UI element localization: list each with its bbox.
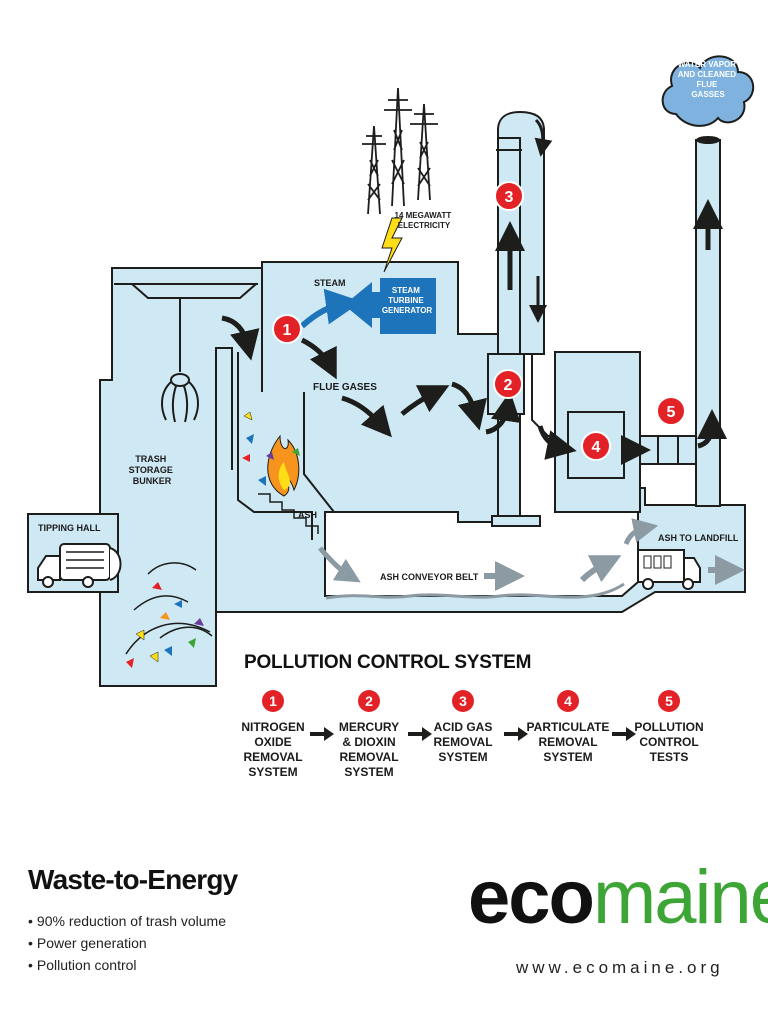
- flue-gas-arrow: [696, 409, 727, 449]
- flue-gas-arrow: [341, 395, 392, 438]
- ash-stairs: [258, 493, 319, 534]
- marker-2: 2: [493, 369, 523, 399]
- lightning-bolt-icon: [381, 217, 403, 273]
- marker-1: 1: [272, 314, 302, 344]
- svg-text:3: 3: [505, 189, 514, 206]
- trash-drop-arrow: [221, 315, 260, 361]
- ash-conveyor-arrow: [579, 555, 622, 583]
- cloud-label: WATER VAPOR AND CLEANED FLUE GASSES: [678, 60, 739, 99]
- ecomaine-logo: ecomaine: [468, 858, 768, 938]
- marker-5: 5: [656, 396, 686, 426]
- svg-text:4: 4: [592, 439, 601, 456]
- trash-pile: [125, 562, 213, 668]
- step-label: MERCURY & DIOXIN REMOVAL SYSTEM: [338, 720, 400, 779]
- generator-label: STEAM TURBINE GENERATOR: [382, 286, 433, 315]
- website-url: www.ecomaine.org: [516, 958, 724, 977]
- marker-3: 3: [494, 181, 524, 211]
- pollution-step: 3 ACID GAS REMOVAL SYSTEM: [420, 690, 506, 765]
- chute-trash: [242, 411, 300, 486]
- transmission-tower-icon: [362, 87, 438, 215]
- right-arrow-icon: [612, 727, 636, 741]
- footer-title: Waste-to-Energy: [28, 864, 238, 895]
- trash-bunker-label: TRASH STORAGE BUNKER: [129, 454, 176, 486]
- steam-label: STEAM: [314, 278, 346, 288]
- flue-gas-arrow: [451, 381, 487, 431]
- scrubber-tower: [487, 110, 556, 527]
- garbage-truck-icon: [37, 543, 122, 588]
- svg-text:1: 1: [283, 322, 292, 339]
- benefit-item: Pollution control: [28, 954, 226, 976]
- step-label: PARTICULATE REMOVAL SYSTEM: [526, 720, 610, 764]
- cloud-icon: [661, 55, 754, 127]
- crane-rail: [114, 283, 258, 299]
- right-arrow-icon: [310, 727, 334, 741]
- ash-label: ASH: [298, 510, 317, 520]
- step-label: POLLUTION CONTROL TESTS: [634, 720, 704, 764]
- benefit-item: Power generation: [28, 932, 226, 954]
- pollution-step: 2 MERCURY & DIOXIN REMOVAL SYSTEM: [326, 690, 412, 780]
- ash-arrow-down: [318, 546, 361, 583]
- right-arrow-icon: [408, 727, 432, 741]
- pollution-step: 1 NITROGEN OXIDE REMOVAL SYSTEM: [230, 690, 316, 780]
- flue-gas-arrow: [400, 385, 450, 416]
- furnace-chute: [237, 352, 313, 540]
- ash-truck-icon: [637, 549, 701, 590]
- ash-to-landfill-label: ASH TO LANDFILL: [658, 533, 739, 543]
- crane-claw-icon: [161, 298, 199, 423]
- marker-4: 4: [581, 431, 611, 461]
- svg-text:5: 5: [667, 404, 676, 421]
- bunker-wall: [215, 347, 233, 686]
- flue-gas-arrow: [537, 425, 577, 460]
- step-label: ACID GAS REMOVAL SYSTEM: [433, 720, 493, 764]
- benefit-list: 90% reduction of trash volume Power gene…: [28, 910, 226, 976]
- pollution-step: 4 PARTICULATE REMOVAL SYSTEM: [520, 690, 616, 765]
- flame-icon: [267, 434, 300, 497]
- step-label: NITROGEN OXIDE REMOVAL SYSTEM: [241, 720, 305, 779]
- svg-text:2: 2: [504, 377, 513, 394]
- flue-gas-arrow: [534, 118, 553, 157]
- flue-gas-arrow: [485, 391, 521, 435]
- step-number-badge: 2: [358, 690, 380, 712]
- right-arrow-icon: [504, 727, 528, 741]
- flue-gases-label: FLUE GASES: [313, 382, 377, 393]
- step-number-badge: 3: [452, 690, 474, 712]
- logo-eco-text: eco: [468, 855, 595, 940]
- ash-exit-arrow: [623, 518, 659, 546]
- furnace-wall: [261, 268, 335, 513]
- step-number-badge: 4: [557, 690, 579, 712]
- steam-turbine-generator: [344, 278, 436, 334]
- electricity-label: 14 MEGAWATT ELECTRICITY: [395, 211, 454, 230]
- steam-arrow: [300, 288, 362, 329]
- pollution-control-steps: 1 NITROGEN OXIDE REMOVAL SYSTEM 2 MERCUR…: [230, 690, 730, 810]
- flue-gas-arrow: [300, 337, 337, 380]
- benefit-item: 90% reduction of trash volume: [28, 910, 226, 932]
- step-number-badge: 5: [658, 690, 680, 712]
- ash-conveyor-label: ASH CONVEYOR BELT: [380, 572, 479, 582]
- pollution-step: 5 POLLUTION CONTROL TESTS: [626, 690, 712, 765]
- step-number-badge: 1: [262, 690, 284, 712]
- tipping-hall-label: TIPPING HALL: [38, 523, 101, 533]
- smokestack: [639, 136, 721, 507]
- ash-conveyor-belt: [325, 582, 625, 600]
- pollution-control-title: POLLUTION CONTROL SYSTEM: [244, 652, 532, 673]
- logo-maine-text: maine: [592, 855, 768, 940]
